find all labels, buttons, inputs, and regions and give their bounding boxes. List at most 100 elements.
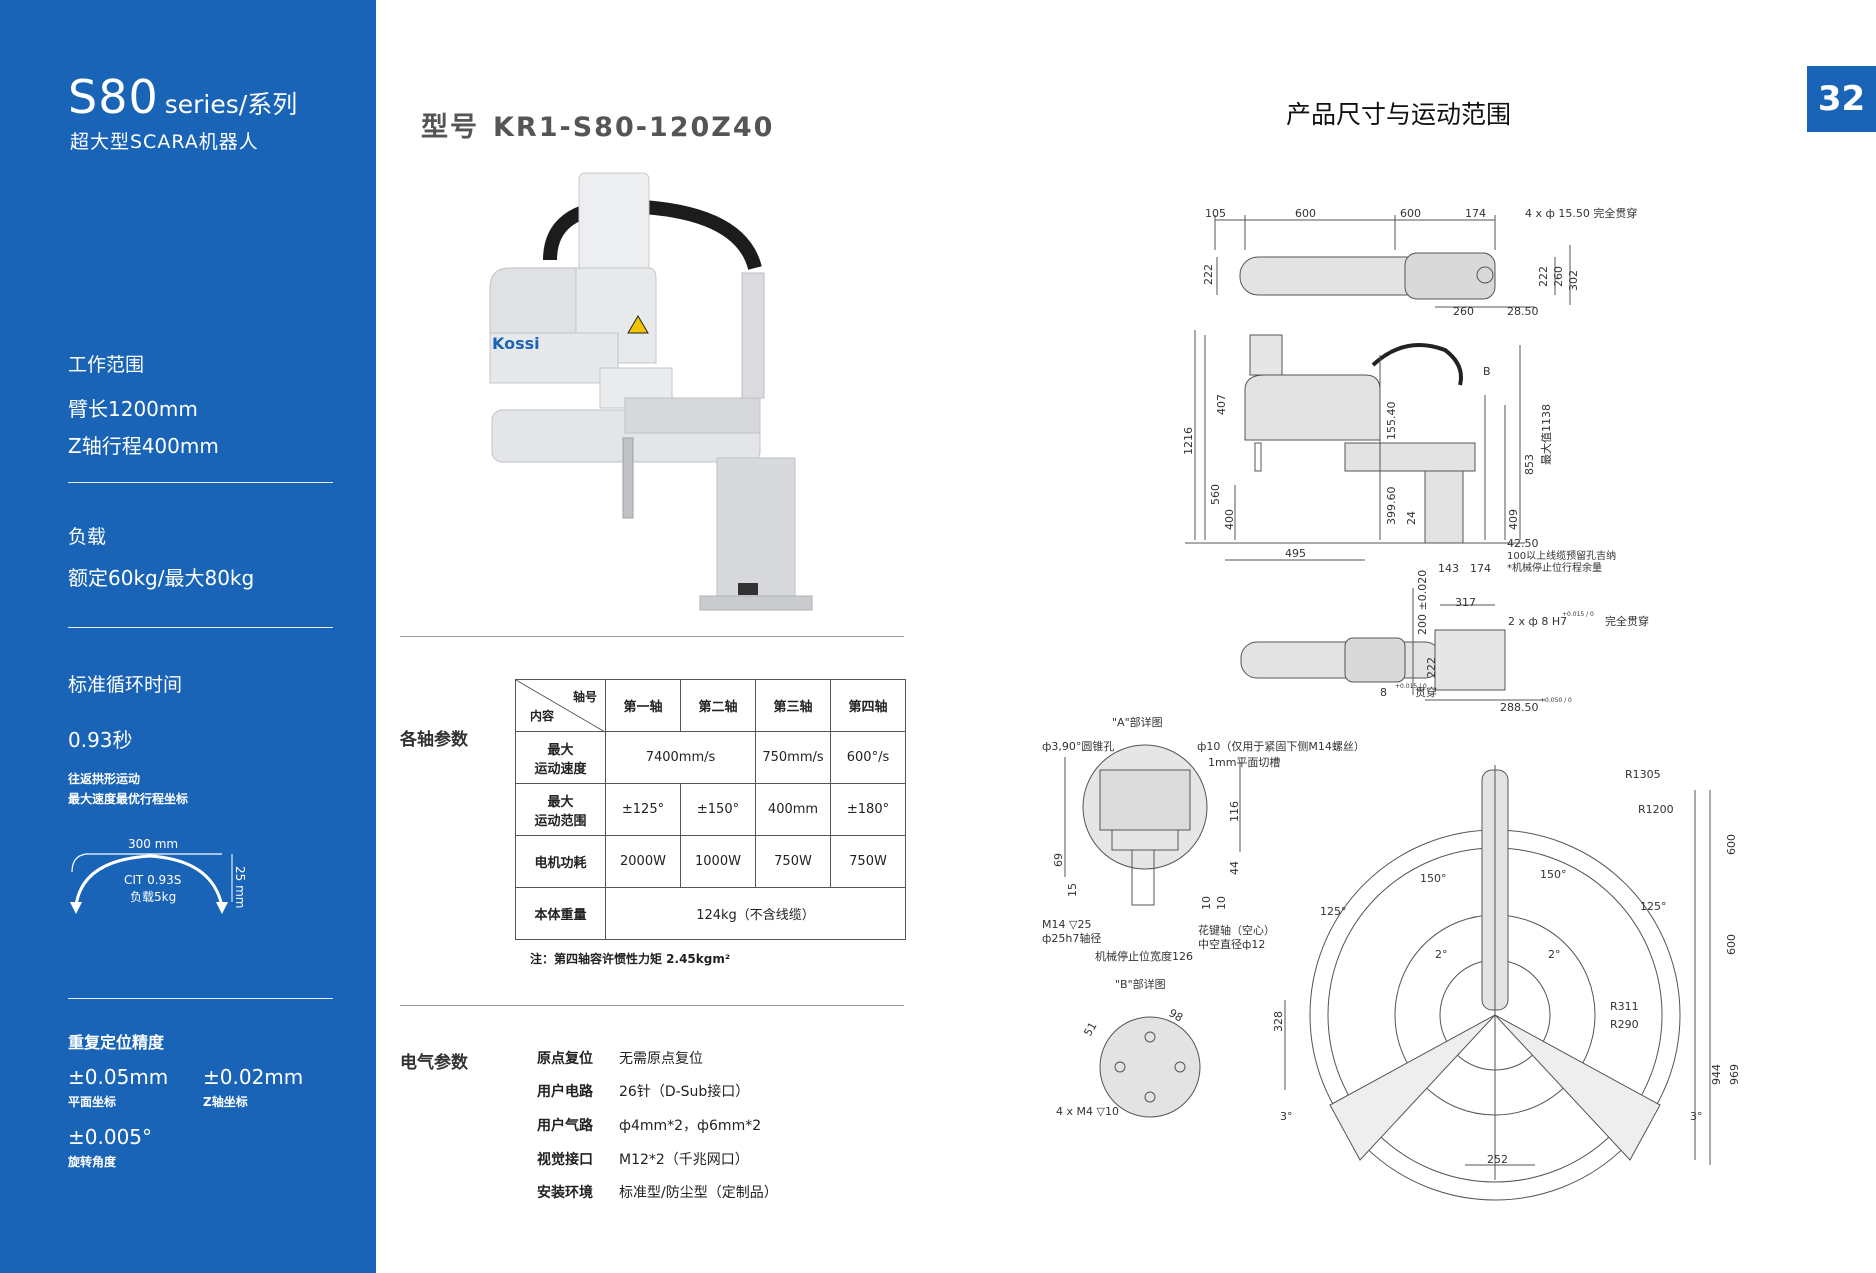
dim-top-28: 28.50: [1507, 305, 1539, 318]
cycle-diagram-cit: CIT 0.93S: [124, 873, 181, 887]
divider: [68, 998, 333, 999]
dim-top-600b: 600: [1400, 207, 1421, 220]
dim-top-h222b: 222: [1537, 266, 1550, 287]
speed-axis-3: 750mm/s: [755, 731, 831, 784]
angle-150-right: 150°: [1540, 868, 1567, 881]
speed-axis-12: 7400mm/s: [605, 731, 756, 784]
row-head-speed-2: 运动速度: [534, 761, 587, 777]
robot-logo: Kossi: [492, 334, 540, 353]
cycle-arch-diagram: 300 mm 25 mm CIT 0.93S 负载5kg: [70, 837, 247, 914]
detail-a-15: 15: [1066, 883, 1079, 897]
detail-b-title: "B"部详图: [1115, 977, 1166, 991]
detail-a-10: ф10（仅用于紧固下侧M14螺丝）: [1197, 740, 1365, 753]
axis-params-label: 各轴参数: [400, 730, 468, 750]
range-r1305: R1305: [1625, 768, 1661, 781]
col-axis-3: 第三轴: [755, 679, 831, 732]
range-axis-3: 400mm: [755, 783, 831, 836]
diagonal-line: [515, 679, 606, 733]
model-label: 型号: [421, 112, 479, 143]
cycle-diagram-width: 300 mm: [128, 837, 178, 851]
range-600a: 600: [1725, 834, 1738, 855]
plane-accuracy-value: ±0.05mm: [68, 1065, 169, 1089]
dim-base-8-note: 贯穿: [1415, 685, 1437, 699]
angle-125-right: 125°: [1640, 900, 1667, 913]
dim-base-200: 200 ±0.020: [1416, 570, 1429, 635]
detail-b-98: 98: [1167, 1006, 1186, 1024]
dim-side-409: 409: [1507, 509, 1520, 530]
motion-range-drawing: R1305 R1200 R311 R290 150° 150° 125° 125…: [1272, 765, 1741, 1201]
elec-value: 无需原点复位: [619, 1051, 703, 1067]
z-accuracy: ±0.02mm Z轴坐标: [203, 1065, 303, 1110]
angle-3-left: 3°: [1280, 1110, 1293, 1123]
detail-a-69: 69: [1052, 853, 1065, 867]
detail-a-44: 44: [1228, 861, 1241, 875]
dim-side-1216: 1216: [1182, 427, 1195, 455]
range-328: 328: [1272, 1011, 1285, 1032]
repeat-heading: 重复定位精度: [68, 1033, 165, 1052]
side-note-2: *机械停止位行程余量: [1507, 561, 1602, 574]
header-axis: 轴号: [572, 690, 597, 704]
page-number: 32: [1807, 66, 1876, 132]
cycle-note-2: 最大速度最优行程坐标: [68, 792, 189, 806]
dim-base-288-tol: +0.050 / 0: [1540, 697, 1572, 704]
table-row: 轴号 内容 第一轴 第二轴 第三轴 第四轴: [515, 679, 906, 733]
elec-key: 用户气路: [537, 1118, 593, 1134]
elec-value: M12*2（千兆网口）: [619, 1152, 749, 1168]
detail-b-m4: 4 x M4 ▽10: [1056, 1105, 1119, 1118]
cycle-diagram-height: 25 mm: [233, 866, 247, 908]
elec-value: 26针（D-Sub接口）: [619, 1084, 750, 1100]
range-axis-4: ±180°: [830, 783, 906, 836]
power-axis-1: 2000W: [605, 835, 681, 888]
dim-top-260: 260: [1453, 305, 1474, 318]
speed-axis-4: 600°/s: [830, 731, 906, 784]
divider: [68, 482, 333, 483]
elec-value: ф4mm*2，ф6mm*2: [619, 1118, 762, 1134]
range-axis-1: ±125°: [605, 783, 681, 836]
dim-side-42: 42.50: [1507, 537, 1539, 550]
range-r311: R311: [1610, 1000, 1639, 1013]
dim-top-h260: 260: [1552, 266, 1565, 287]
dim-base-222: 222: [1425, 657, 1438, 678]
z-accuracy-label: Z轴坐标: [203, 1095, 248, 1109]
base-hole-tol: +0.015 / 0: [1562, 611, 1594, 618]
robot-product-image: Kossi: [489, 172, 813, 611]
range-r290: R290: [1610, 1018, 1639, 1031]
section-divider: [400, 636, 904, 637]
detail-a-title: "A"部详图: [1112, 715, 1163, 729]
angle-2-right: 2°: [1548, 948, 1561, 961]
load-value: 额定60kg/最大80kg: [68, 566, 255, 590]
arm-length: 臂长1200mm: [68, 397, 198, 421]
detail-a-116: 116: [1228, 801, 1241, 822]
dim-base-8-tol: +0.015 / 0: [1395, 683, 1427, 690]
load-heading: 负载: [68, 526, 107, 548]
row-head-weight: 本体重量: [515, 887, 606, 940]
hole-note: 4 x ф 15.50 完全贯穿: [1525, 206, 1637, 220]
angle-125-left: 125°: [1320, 905, 1347, 918]
axis-params-table: 轴号 内容 第一轴 第二轴 第三轴 第四轴 最大运动速度 7400mm/s 75…: [515, 679, 906, 940]
rotation-accuracy: ±0.005° 旋转角度: [68, 1125, 152, 1170]
label-b: B: [1483, 365, 1491, 378]
angle-2-left: 2°: [1435, 948, 1448, 961]
header-content: 内容: [530, 709, 555, 723]
detail-b-51: 51: [1081, 1020, 1099, 1039]
section-divider: [400, 1005, 904, 1006]
series-subtitle: 超大型SCARA机器人: [70, 131, 259, 153]
elec-key: 视觉接口: [537, 1152, 593, 1168]
col-axis-1: 第一轴: [605, 679, 681, 732]
dim-base-317: 317: [1455, 596, 1476, 609]
dim-side-560: 560: [1209, 484, 1222, 505]
row-head-range-1: 最大: [547, 794, 574, 810]
table-row: 最大运动速度 7400mm/s 750mm/s 600°/s: [515, 731, 906, 784]
dim-side-399: 399.60: [1385, 487, 1398, 526]
detail-a-10a: 10: [1200, 896, 1213, 910]
dim-top-600a: 600: [1295, 207, 1316, 220]
dim-top-174: 174: [1465, 207, 1486, 220]
detail-a-10b: 10: [1215, 896, 1228, 910]
dim-base-288: 288.50: [1500, 701, 1539, 714]
angle-3-right: 3°: [1690, 1110, 1703, 1123]
row-head-power: 电机功耗: [515, 835, 606, 888]
detail-b-drawing: 98 51 4 x M4 ▽10: [1056, 1006, 1201, 1118]
row-head-range-2: 运动范围: [534, 813, 587, 829]
